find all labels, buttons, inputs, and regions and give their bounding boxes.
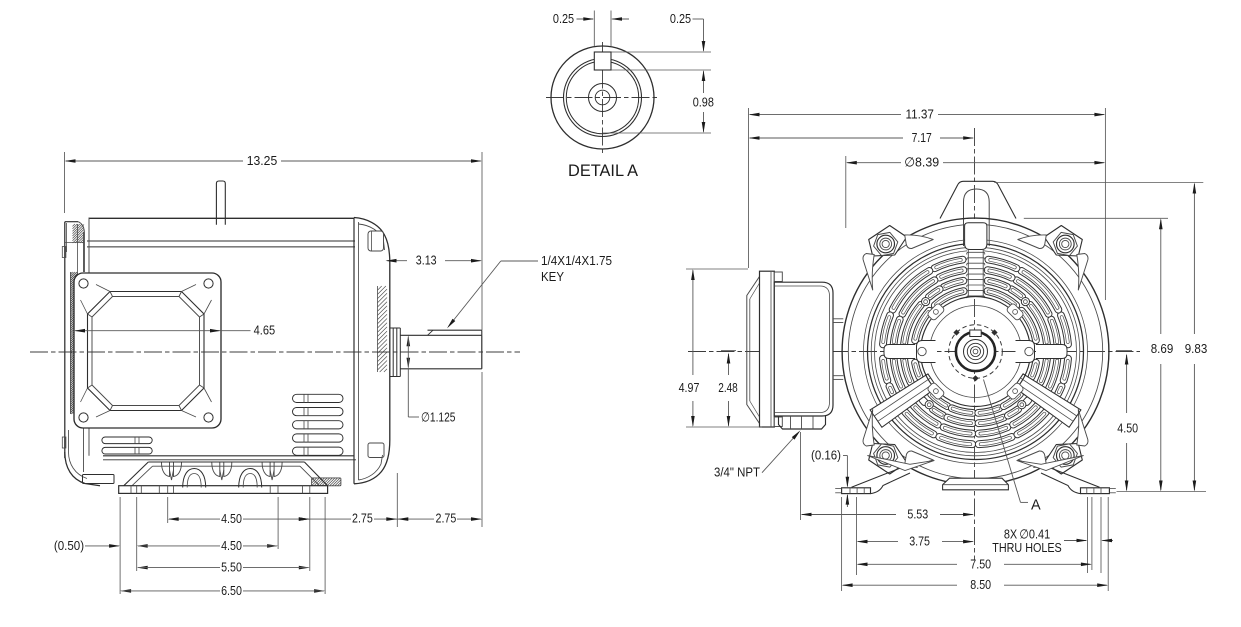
svg-text:8.50: 8.50 [970, 577, 991, 592]
svg-text:9.83: 9.83 [1185, 341, 1208, 356]
svg-text:4.97: 4.97 [679, 380, 700, 395]
svg-text:4.50: 4.50 [1117, 421, 1138, 436]
svg-text:7.50: 7.50 [970, 556, 991, 571]
svg-text:∅1.125: ∅1.125 [421, 409, 456, 424]
svg-text:0.25: 0.25 [553, 11, 574, 26]
svg-text:2.48: 2.48 [718, 380, 738, 395]
svg-text:8.69: 8.69 [1151, 341, 1174, 356]
svg-text:1/4X1/4X1.75: 1/4X1/4X1.75 [541, 253, 612, 268]
svg-text:5.53: 5.53 [907, 507, 928, 522]
svg-text:(0.50): (0.50) [54, 538, 84, 553]
svg-text:0.25: 0.25 [670, 11, 691, 26]
svg-text:4.65: 4.65 [254, 323, 276, 338]
svg-text:4.50: 4.50 [221, 511, 242, 526]
svg-text:3.75: 3.75 [909, 534, 930, 549]
svg-text:2.75: 2.75 [352, 511, 373, 526]
svg-text:8X ∅0.41: 8X ∅0.41 [1004, 527, 1050, 542]
svg-text:3.13: 3.13 [416, 253, 437, 268]
svg-text:13.25: 13.25 [247, 153, 278, 168]
svg-text:DETAIL A: DETAIL A [568, 162, 638, 180]
svg-text:2.75: 2.75 [436, 511, 457, 526]
svg-text:7.17: 7.17 [912, 130, 932, 145]
svg-text:4.50: 4.50 [221, 538, 242, 553]
svg-text:(0.16): (0.16) [811, 448, 841, 463]
svg-text:11.37: 11.37 [905, 107, 934, 122]
svg-text:KEY: KEY [541, 269, 564, 284]
svg-text:THRU HOLES: THRU HOLES [992, 540, 1062, 555]
svg-text:6.50: 6.50 [221, 583, 242, 598]
svg-text:∅8.39: ∅8.39 [904, 155, 939, 170]
svg-text:3/4" NPT: 3/4" NPT [714, 465, 760, 480]
svg-text:5.50: 5.50 [221, 560, 242, 575]
svg-text:0.98: 0.98 [693, 95, 714, 110]
svg-text:A: A [1031, 498, 1041, 514]
